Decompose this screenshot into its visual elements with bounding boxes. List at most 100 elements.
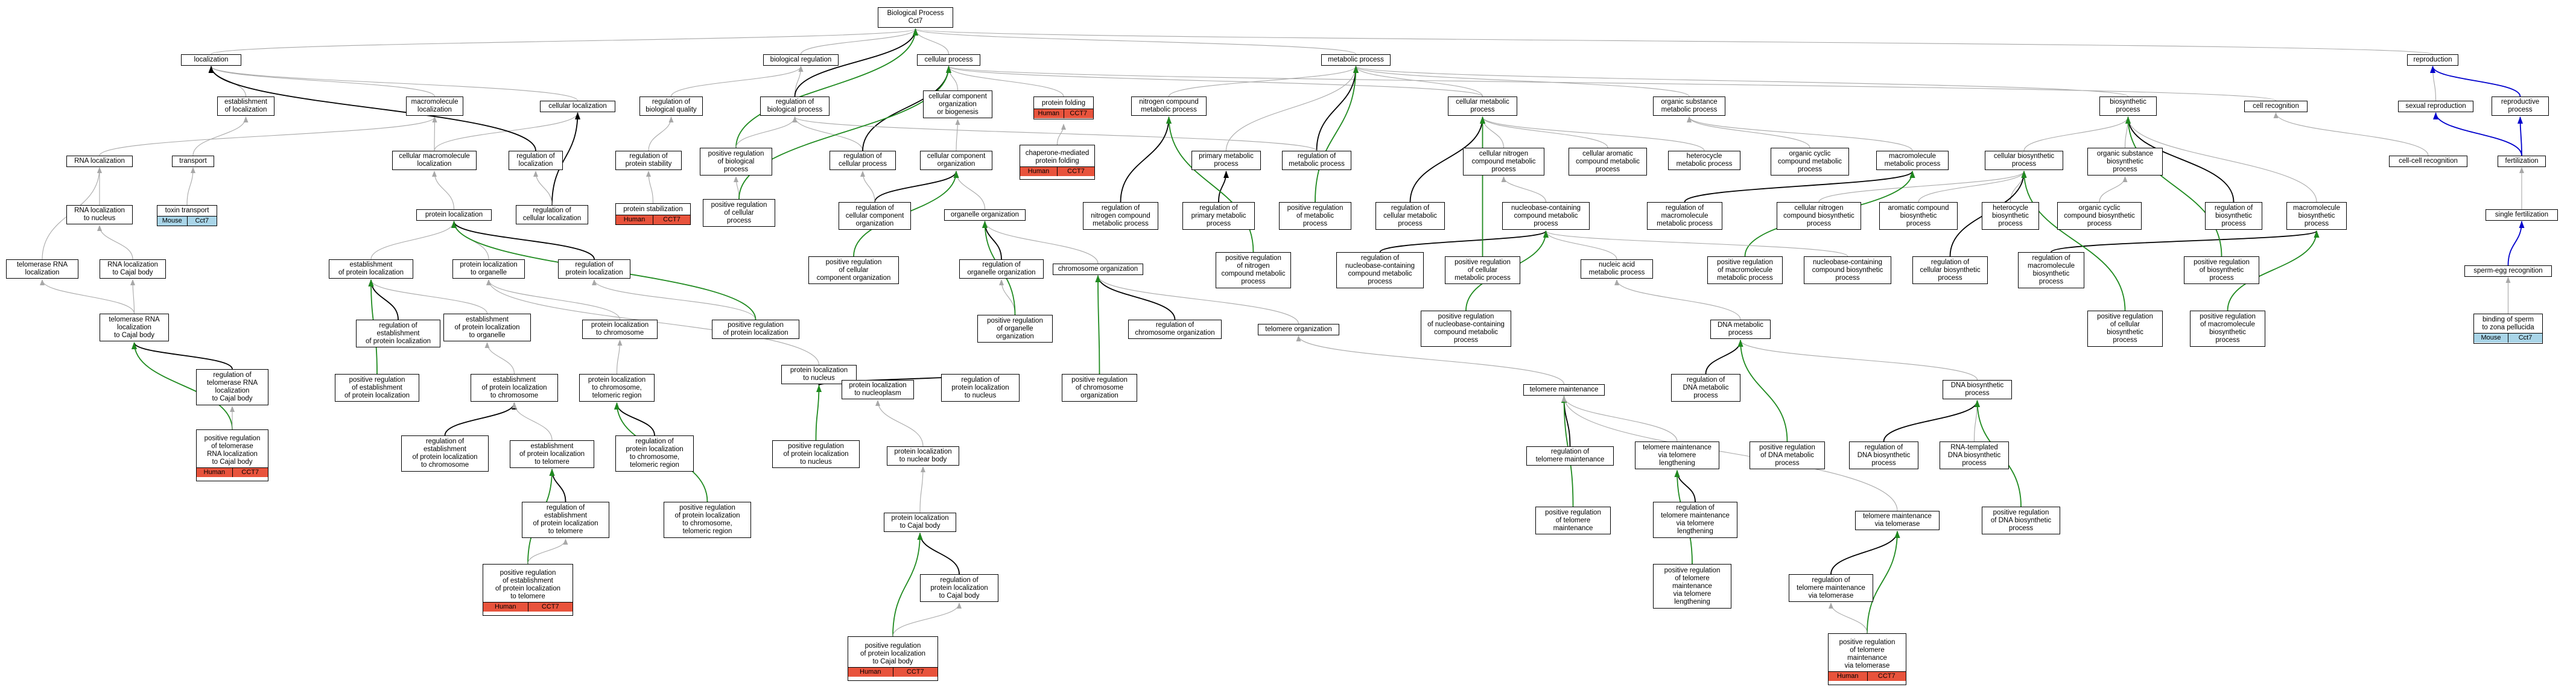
go-term-node[interactable]: biosynthetic process <box>2099 97 2157 116</box>
go-term-node[interactable]: primary metabolic process <box>1191 151 1261 170</box>
go-term-node[interactable]: positive regulation of macromolecule bio… <box>2190 311 2265 347</box>
go-term-node[interactable]: RNA-templated DNA biosynthetic process <box>1940 441 2009 469</box>
go-term-node[interactable]: macromolecule localization <box>406 97 463 116</box>
go-term-node[interactable]: heterocycle biosynthetic process <box>1982 202 2039 230</box>
go-term-node[interactable]: regulation of nucleobase-containing comp… <box>1336 252 1424 288</box>
go-term-node[interactable]: cellular aromatic compound metabolic pro… <box>1569 148 1647 176</box>
go-term-node[interactable]: positive regulation of establishment of … <box>483 564 573 616</box>
go-term-node[interactable]: organic cyclic compound metabolic proces… <box>1771 148 1849 176</box>
go-term-node[interactable]: positive regulation of nitrogen compound… <box>1216 252 1291 288</box>
go-term-node[interactable]: regulation of telomere maintenance via t… <box>1789 574 1873 602</box>
go-term-node[interactable]: telomere maintenance <box>1523 384 1605 396</box>
go-term-node[interactable]: positive regulation of nucleobase-contai… <box>1421 311 1511 347</box>
go-term-node[interactable]: regulation of cellular component organiz… <box>839 202 911 230</box>
go-term-node[interactable]: protein localization to Cajal body <box>884 513 956 532</box>
go-term-node[interactable]: positive regulation of telomere maintena… <box>1535 507 1611 534</box>
go-term-node[interactable]: positive regulation of macromolecule met… <box>1707 256 1783 284</box>
go-term-node[interactable]: positive regulation of protein localizat… <box>664 502 751 538</box>
go-term-node[interactable]: transport <box>172 156 214 167</box>
go-term-node[interactable]: positive regulation of protein localizat… <box>772 440 860 468</box>
go-term-node[interactable]: reproduction <box>2407 54 2458 66</box>
go-term-node[interactable]: positive regulation of DNA metabolic pro… <box>1750 441 1825 469</box>
go-term-node[interactable]: positive regulation of cellular biosynth… <box>2087 311 2163 347</box>
go-term-node[interactable]: cellular process <box>917 54 980 66</box>
go-term-node[interactable]: regulation of biosynthetic process <box>2205 202 2262 230</box>
go-term-node[interactable]: aromatic compound biosynthetic process <box>1879 202 1958 230</box>
go-term-node[interactable]: positive regulation of cellular process <box>703 199 775 227</box>
go-term-node[interactable]: regulation of metabolic process <box>1282 151 1351 170</box>
go-term-node[interactable]: positive regulation of establishment of … <box>335 374 419 402</box>
go-term-node[interactable]: metabolic process <box>1321 54 1391 66</box>
go-term-node[interactable]: regulation of nitrogen compound metaboli… <box>1083 202 1158 230</box>
go-term-node[interactable]: establishment of protein localization to… <box>471 374 558 402</box>
go-term-node[interactable]: positive regulation of DNA biosynthetic … <box>1982 507 2060 534</box>
go-term-node[interactable]: positive regulation of cellular metaboli… <box>1445 256 1520 284</box>
go-term-node[interactable]: sexual reproduction <box>2398 101 2473 112</box>
go-term-node[interactable]: nucleobase-containing compound metabolic… <box>1502 202 1590 230</box>
go-term-node[interactable]: cell-cell recognition <box>2389 156 2467 167</box>
go-term-node[interactable]: single fertilization <box>2486 209 2558 221</box>
go-term-node[interactable]: Biological Process Cct7 <box>878 7 953 28</box>
go-term-node[interactable]: positive regulation of biological proces… <box>700 148 772 176</box>
go-term-node[interactable]: positive regulation of protein localizat… <box>848 636 938 681</box>
go-term-node[interactable]: RNA localization to nucleus <box>66 205 133 224</box>
go-term-node[interactable]: regulation of establishment of protein l… <box>522 502 609 538</box>
go-term-node[interactable]: protein localization to chromosome, telo… <box>579 374 655 402</box>
go-term-node[interactable]: protein localization <box>416 209 492 221</box>
go-term-node[interactable]: cellular nitrogen compound biosynthetic … <box>1777 202 1861 230</box>
go-term-node[interactable]: establishment of protein localization to… <box>443 314 531 341</box>
go-term-node[interactable]: DNA metabolic process <box>1710 320 1771 339</box>
go-term-node[interactable]: positive regulation of protein localizat… <box>712 320 799 339</box>
go-term-node[interactable]: localization <box>181 54 241 66</box>
go-term-node[interactable]: establishment of localization <box>217 97 274 116</box>
go-term-node[interactable]: organic substance metabolic process <box>1653 97 1725 116</box>
go-term-node[interactable]: regulation of DNA metabolic process <box>1671 374 1740 402</box>
go-term-node[interactable]: regulation of cellular localization <box>516 205 588 224</box>
go-term-node[interactable]: positive regulation of cellular componen… <box>808 256 899 284</box>
go-term-node[interactable]: protein localization to nuclear body <box>887 446 959 466</box>
go-term-node[interactable]: regulation of cellular biosynthetic proc… <box>1912 256 1988 284</box>
go-term-node[interactable]: regulation of chromosome organization <box>1128 320 1222 339</box>
go-term-node[interactable]: regulation of biological process <box>760 97 830 116</box>
go-term-node[interactable]: RNA localization <box>66 156 133 167</box>
go-term-node[interactable]: regulation of telomere maintenance via t… <box>1653 502 1737 538</box>
go-term-node[interactable]: telomere maintenance via telomere length… <box>1635 441 1719 469</box>
go-term-node[interactable]: positive regulation of telomerase RNA lo… <box>196 429 268 481</box>
go-term-node[interactable]: macromolecule biosynthetic process <box>2286 202 2347 230</box>
go-term-node[interactable]: nucleobase-containing compound biosynthe… <box>1804 256 1891 284</box>
go-term-node[interactable]: regulation of biological quality <box>639 97 703 116</box>
go-term-node[interactable]: regulation of protein localization <box>558 259 630 279</box>
go-term-node[interactable]: chromosome organization <box>1053 264 1143 275</box>
go-term-node[interactable]: cellular biosynthetic process <box>1985 151 2063 170</box>
go-term-node[interactable]: cellular nitrogen compound metabolic pro… <box>1463 148 1544 176</box>
go-term-node[interactable]: regulation of protein localization to nu… <box>941 374 1020 402</box>
go-term-node[interactable]: cellular component organization or bioge… <box>923 90 992 118</box>
go-term-node[interactable]: establishment of protein localization to… <box>510 440 594 468</box>
go-term-node[interactable]: cellular metabolic process <box>1448 97 1517 116</box>
go-term-node[interactable]: positive regulation of telomere maintena… <box>1828 633 1906 685</box>
go-term-node[interactable]: regulation of cellular metabolic process <box>1375 202 1445 230</box>
go-term-node[interactable]: positive regulation of telomere maintena… <box>1653 564 1731 609</box>
go-term-node[interactable]: regulation of primary metabolic process <box>1182 202 1255 230</box>
go-term-node[interactable]: organic substance biosynthetic process <box>2087 148 2163 176</box>
go-term-node[interactable]: protein localization to chromosome <box>582 320 658 339</box>
go-term-node[interactable]: telomerase RNA localization to Cajal bod… <box>100 314 169 341</box>
go-term-node[interactable]: biological regulation <box>763 54 839 66</box>
go-term-node[interactable]: regulation of macromolecule biosynthetic… <box>2018 252 2084 288</box>
go-term-node[interactable]: regulation of DNA biosynthetic process <box>1849 441 1918 469</box>
go-term-node[interactable]: positive regulation of metabolic process <box>1279 202 1351 230</box>
go-term-node[interactable]: regulation of protein localization to ch… <box>615 435 694 472</box>
go-term-node[interactable]: organelle organization <box>944 209 1026 221</box>
go-term-node[interactable]: regulation of organelle organization <box>959 259 1044 279</box>
go-term-node[interactable]: protein localization to nucleoplasm <box>842 380 914 399</box>
go-term-node[interactable]: regulation of establishment of protein l… <box>356 320 440 347</box>
go-term-node[interactable]: macromolecule metabolic process <box>1876 151 1949 170</box>
go-term-node[interactable]: organic cyclic compound biosynthetic pro… <box>2057 202 2142 230</box>
go-term-node[interactable]: reproductive process <box>2492 97 2549 116</box>
go-term-node[interactable]: DNA biosynthetic process <box>1943 380 2012 399</box>
go-term-node[interactable]: establishment of protein localization <box>329 259 413 279</box>
go-term-node[interactable]: positive regulation of organelle organiz… <box>977 315 1053 343</box>
